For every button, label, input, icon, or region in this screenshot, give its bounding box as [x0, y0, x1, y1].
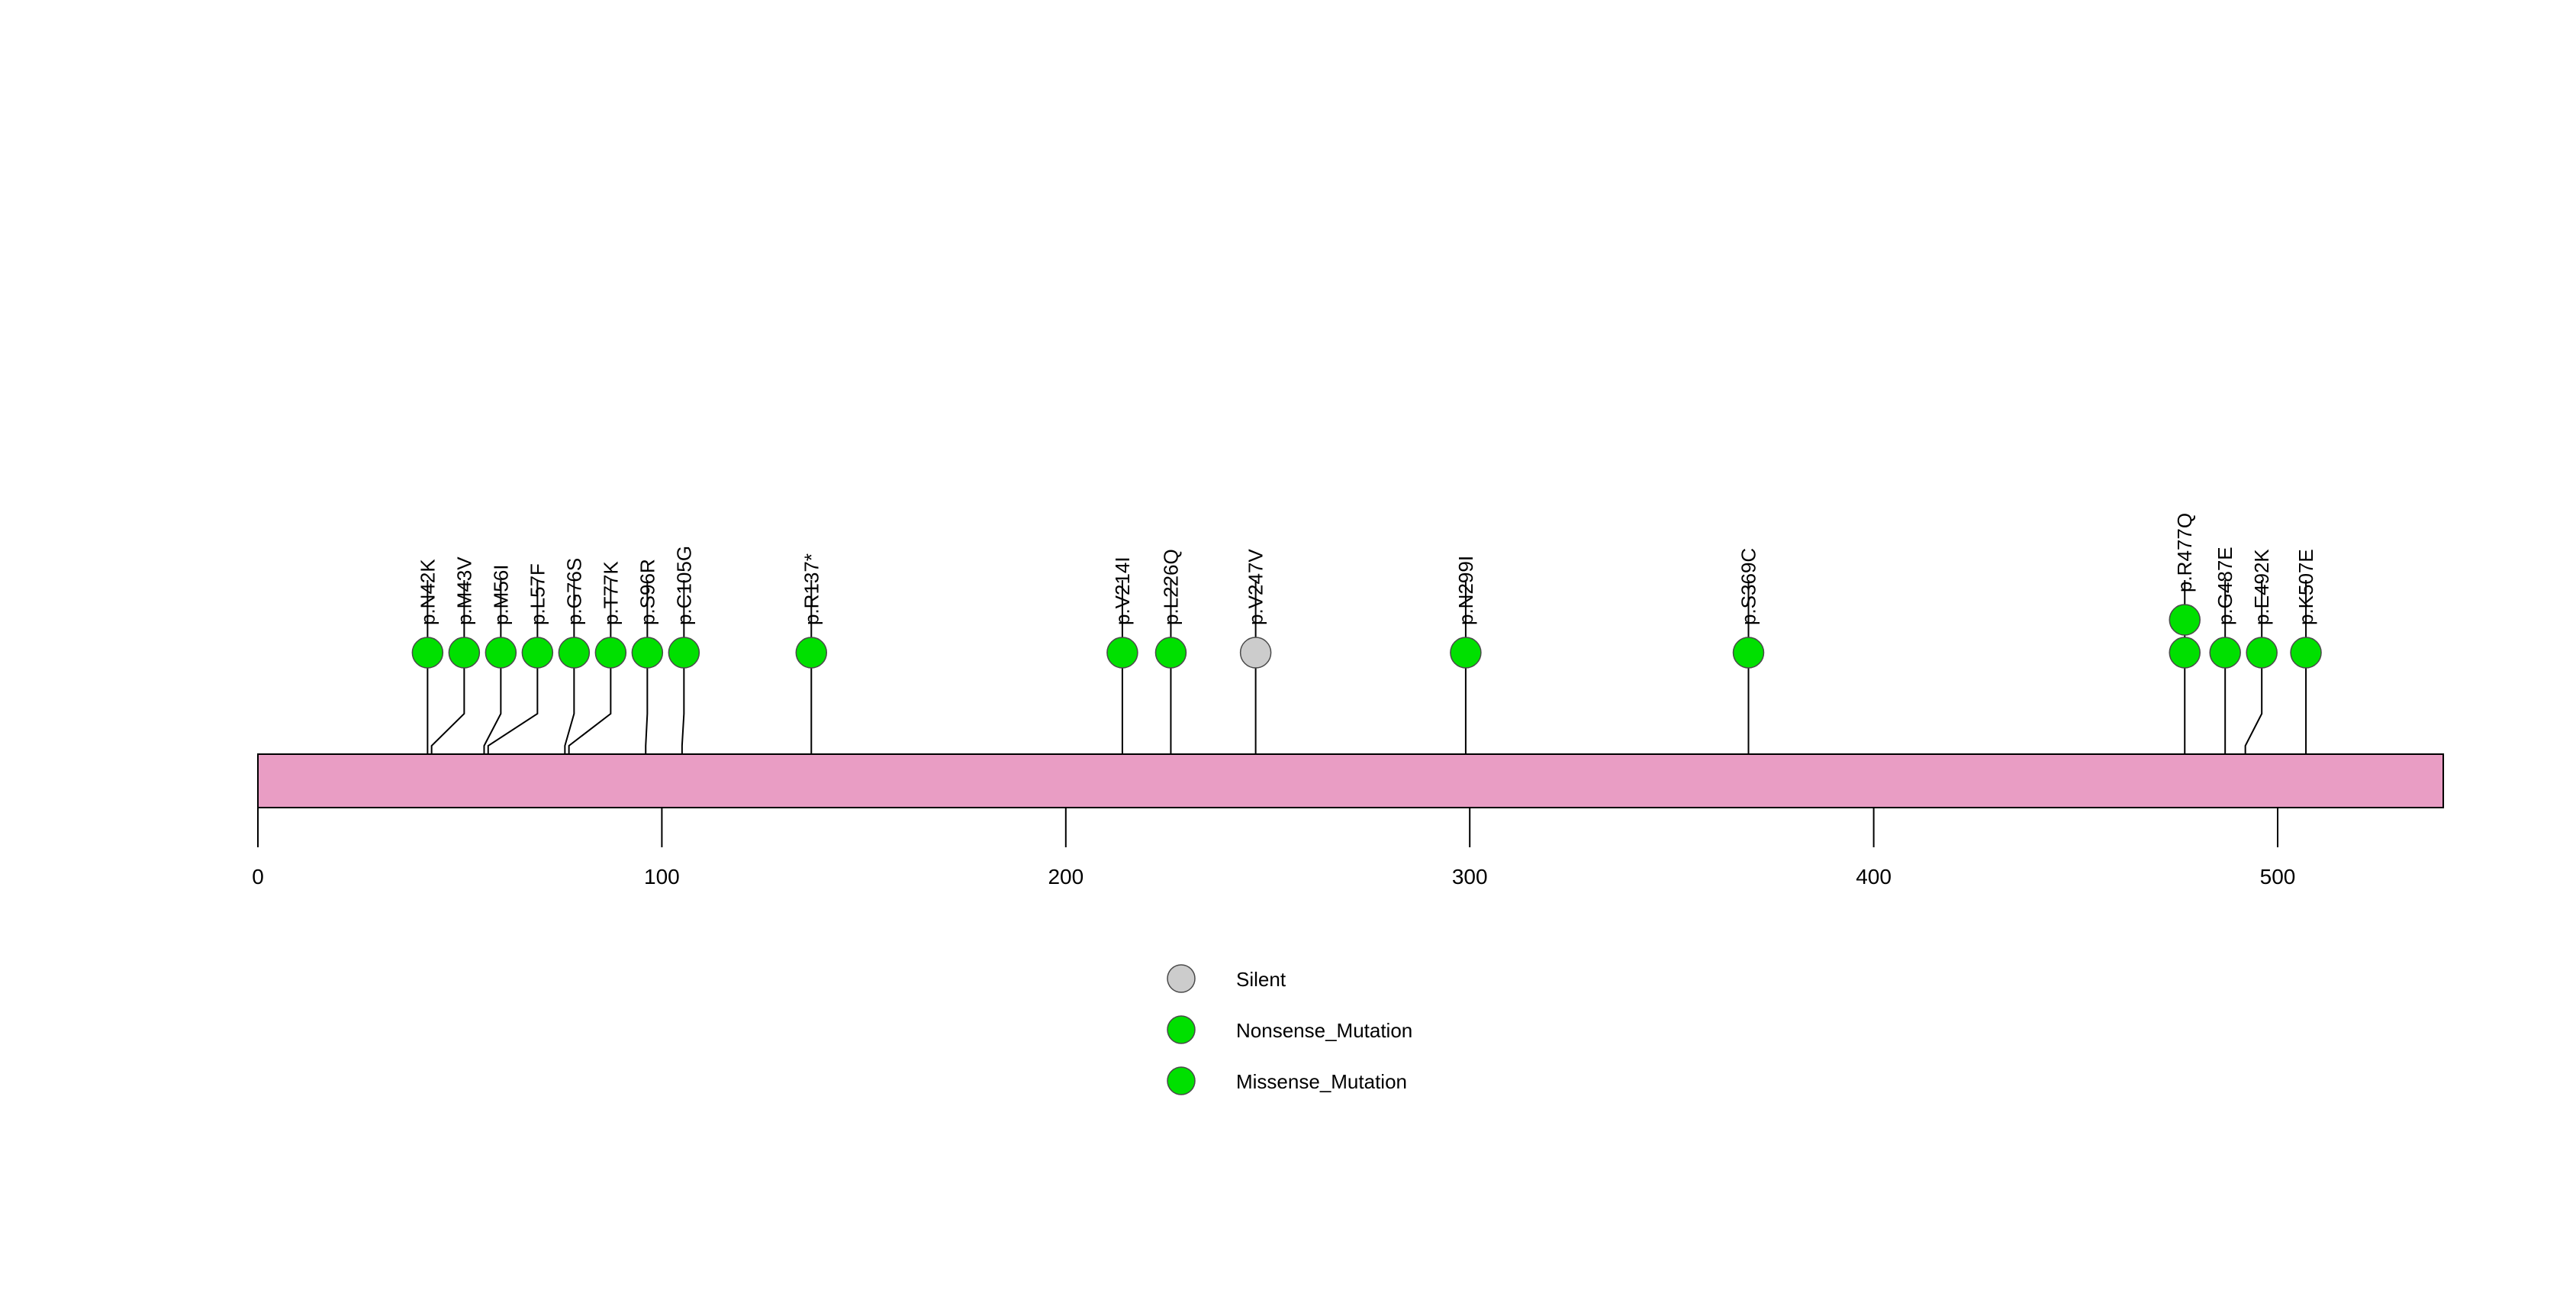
lollipop-head[interactable]: [594, 637, 627, 669]
lollipop-label: p.G487E: [2214, 547, 2236, 625]
lollipop-heads-layer: [411, 604, 2322, 669]
axis-tick-label: 100: [644, 865, 680, 888]
axis-tick-label: 500: [2260, 865, 2296, 888]
legend-swatch[interactable]: [1167, 1066, 1196, 1095]
lollipop-label: p.N299I: [1454, 556, 1477, 625]
lollipop-head[interactable]: [558, 637, 591, 669]
lollipop-head[interactable]: [1732, 637, 1765, 669]
lollipop-head[interactable]: [2246, 637, 2278, 669]
lollipop-label: p.T77K: [599, 561, 622, 625]
axis-tick-label: 0: [252, 865, 264, 888]
lollipop-label: p.R477Q: [2173, 513, 2196, 592]
lollipop-head[interactable]: [1154, 637, 1187, 669]
legend-label: Missense_Mutation: [1236, 1070, 1407, 1093]
lollipop-head[interactable]: [631, 637, 664, 669]
lollipop-head[interactable]: [2290, 637, 2322, 669]
axis-tick-label: 200: [1048, 865, 1084, 888]
lollipop-label: p.S96R: [636, 559, 658, 625]
lollipop-label: p.R137*: [800, 553, 823, 625]
lollipop-head[interactable]: [411, 637, 444, 669]
lollipop-label: p.L226Q: [1159, 549, 1182, 625]
lollipop-head[interactable]: [485, 637, 517, 669]
lollipop-head[interactable]: [448, 637, 481, 669]
lollipop-label: p.K507E: [2294, 549, 2317, 625]
lollipop-head[interactable]: [1450, 637, 1482, 669]
axis-tick-label: 400: [1856, 865, 1892, 888]
x-axis-layer: 0 100 200 300 400 500: [252, 808, 2295, 888]
lollipop-label: p.V247V: [1245, 549, 1267, 625]
lollipop-head[interactable]: [668, 637, 700, 669]
lollipop-label: p.C105G: [672, 546, 695, 625]
lollipop-head[interactable]: [521, 637, 554, 669]
lollipop-head[interactable]: [795, 637, 828, 669]
lollipop-label: p.M56I: [489, 565, 512, 626]
lollipop-head[interactable]: [1239, 637, 1272, 669]
protein-backbone: [257, 753, 2445, 808]
legend-swatch[interactable]: [1167, 1015, 1196, 1044]
axis-tick-label: 300: [1452, 865, 1488, 888]
legend-label: Nonsense_Mutation: [1236, 1019, 1412, 1042]
lollipop-head[interactable]: [2169, 637, 2201, 669]
lollipop-head[interactable]: [1106, 637, 1138, 669]
lollipop-label: p.S369C: [1737, 548, 1760, 625]
legend-label: Silent: [1236, 968, 1286, 991]
lollipop-label: p.G76S: [562, 558, 585, 625]
lollipop-label: p.E492K: [2250, 549, 2273, 625]
lollipop-labels-layer: p.N42K p.M43V p.M56I p.L57F p.G76S p.T77K p.S9…: [416, 513, 2317, 625]
lollipop-label: p.N42K: [416, 559, 439, 625]
lollipop-head[interactable]: [2209, 637, 2241, 669]
lollipop-label: p.V214I: [1111, 556, 1134, 625]
protein-backbone-layer: [257, 753, 2445, 808]
lollipop-label: p.M43V: [452, 556, 475, 625]
lollipop-label: p.L57F: [526, 563, 549, 625]
legend-swatch[interactable]: [1167, 964, 1196, 993]
lollipop-head[interactable]: [2169, 604, 2201, 636]
